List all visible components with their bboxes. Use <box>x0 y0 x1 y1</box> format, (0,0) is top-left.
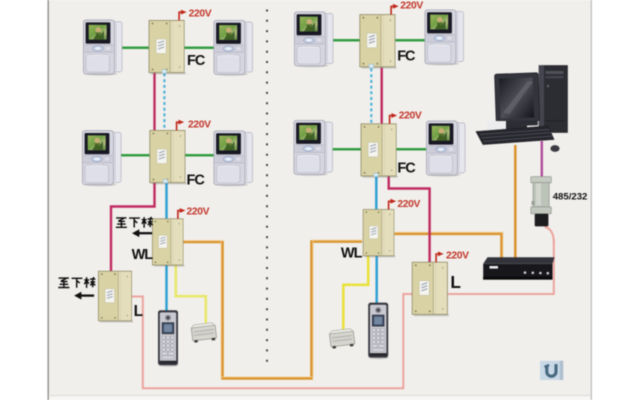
svg-text:220V: 220V <box>400 1 423 12</box>
svg-text:FC: FC <box>187 53 206 69</box>
svg-text:FC: FC <box>397 160 416 176</box>
svg-text:220V: 220V <box>189 9 212 20</box>
svg-text:220V: 220V <box>446 250 469 261</box>
svg-text:FC: FC <box>397 49 416 65</box>
svg-text:485/232: 485/232 <box>553 191 588 202</box>
svg-text:220V: 220V <box>188 119 211 130</box>
svg-text:220V: 220V <box>399 110 422 121</box>
svg-text:220V: 220V <box>187 207 210 218</box>
svg-text:220V: 220V <box>397 199 420 210</box>
svg-text:WL: WL <box>132 247 154 263</box>
svg-text:FC: FC <box>187 172 206 188</box>
svg-text:L: L <box>450 272 460 292</box>
svg-text:L: L <box>134 303 143 320</box>
svg-text:WL: WL <box>341 245 363 261</box>
